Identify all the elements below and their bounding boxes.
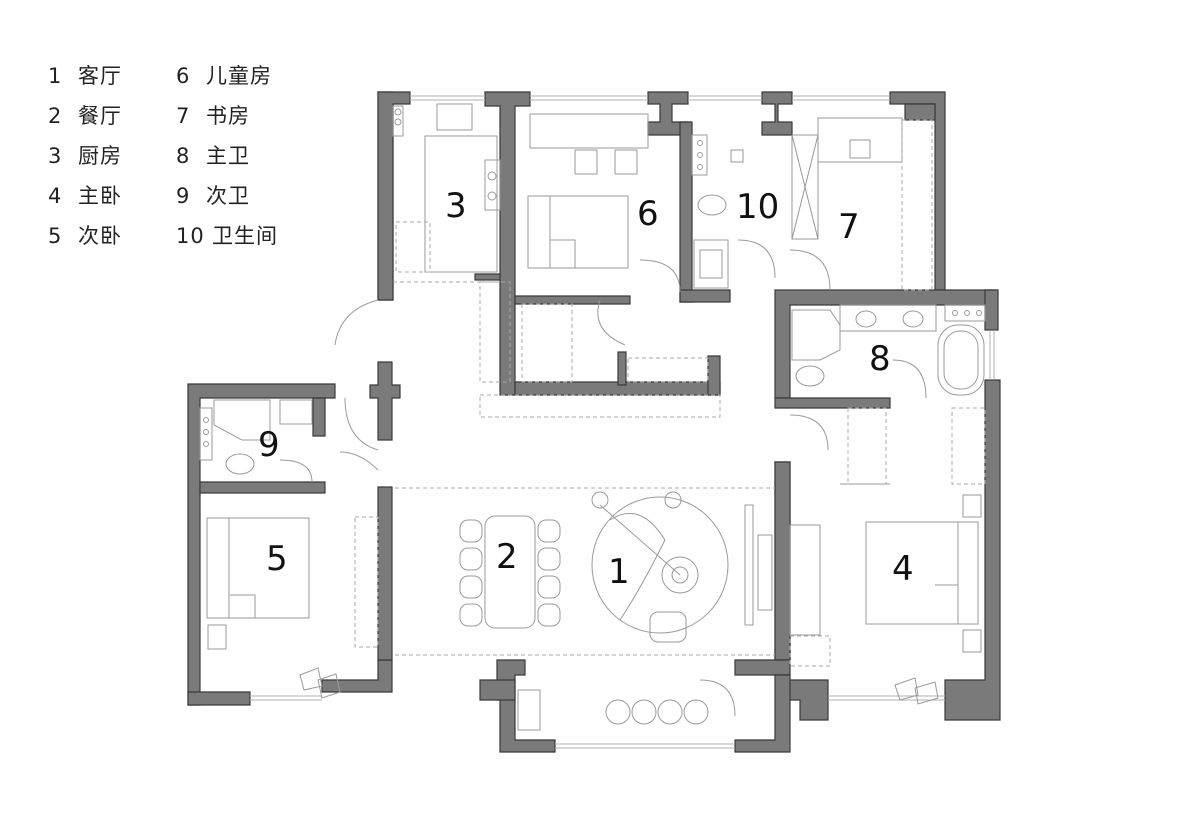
wall-kitchen-north-top	[377, 91, 411, 301]
wall-study-east	[889, 91, 946, 291]
wall-child-south	[514, 295, 631, 305]
wall-corridor-stub	[617, 351, 627, 386]
wall-bath10-bottom	[679, 289, 731, 303]
walls	[187, 91, 1001, 753]
wall-bath8-bottom	[774, 397, 891, 409]
windows	[250, 95, 995, 749]
wall-bed5-south	[187, 691, 251, 706]
room-3-label: 3	[445, 186, 467, 226]
room-10-label: 10	[736, 187, 779, 227]
furniture	[199, 103, 986, 731]
wall-bath10-west	[679, 121, 693, 303]
wall-living-south-east	[734, 659, 791, 676]
wall-bath8-east	[984, 289, 999, 331]
wall-living-east	[774, 461, 791, 661]
room-5-label: 5	[266, 539, 288, 579]
wall-bed5-east	[377, 486, 393, 661]
room-6-label: 6	[637, 194, 659, 234]
wall-bed4-east	[944, 379, 1001, 721]
wall-column-entry	[369, 361, 401, 441]
room-2-label: 2	[496, 537, 518, 577]
room-7-label: 7	[838, 207, 860, 247]
wall-balcony-west	[496, 659, 556, 753]
wall-bed5-south-right	[321, 659, 393, 693]
room-4-label: 4	[892, 549, 914, 589]
wall-balcony-west-top	[479, 679, 516, 701]
wall-kitchen-east	[484, 91, 531, 396]
room-8-label: 8	[869, 339, 891, 379]
wall-corridor-column	[707, 355, 721, 396]
room-labels: 1 2 3 4 5 6 7 8 9 10	[258, 186, 914, 592]
wall-balcony-east	[734, 674, 791, 753]
wall-bath9-east	[312, 397, 326, 437]
wall-kitchen-shelf	[474, 273, 501, 281]
wall-bath9-bottom	[199, 481, 326, 494]
wall-study-east-stub	[904, 103, 936, 121]
wall-study-west	[761, 91, 793, 136]
room-1-label: 1	[608, 552, 630, 592]
room-9-label: 9	[258, 425, 280, 465]
